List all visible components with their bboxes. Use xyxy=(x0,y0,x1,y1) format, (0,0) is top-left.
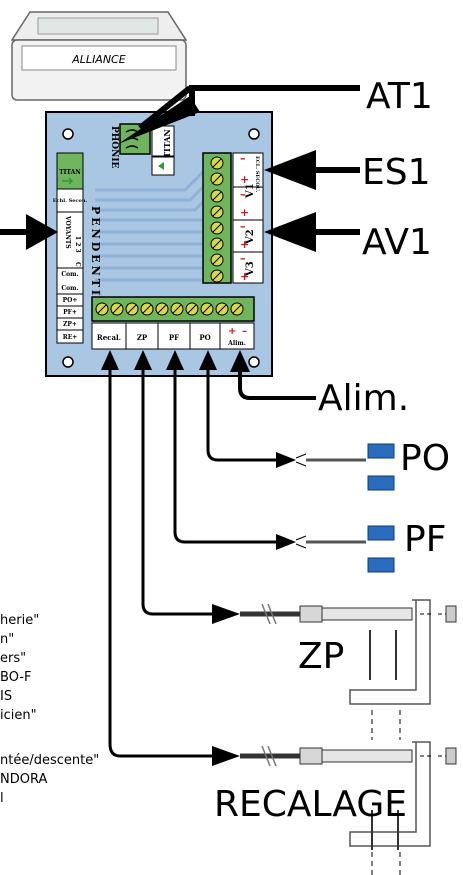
strip-c: C xyxy=(74,262,81,267)
strip-com1: Com. xyxy=(61,271,78,278)
side-note-1: herie" xyxy=(0,613,39,628)
zp-label: ZP xyxy=(298,636,344,677)
side-note-4: BO-F xyxy=(0,670,31,685)
strip-echl-secou: Echl. Secou. xyxy=(53,198,88,204)
svg-text:–: – xyxy=(240,188,246,201)
po-label: PO xyxy=(400,438,450,479)
v1-label: V1 xyxy=(245,183,256,199)
av1-label: AV1 xyxy=(362,222,432,263)
v2-label: V2 xyxy=(245,229,256,245)
svg-text:–: – xyxy=(240,252,246,265)
side-note-8: NDORA xyxy=(0,772,47,787)
svg-text:+: + xyxy=(240,206,249,219)
strip-voyants: VOYANTS xyxy=(64,215,71,249)
strip-zp-plus: ZP+ xyxy=(63,321,77,328)
svg-text:+: + xyxy=(240,173,249,186)
strip-v123: 1 2 3 xyxy=(74,236,81,253)
svg-text:–: – xyxy=(240,152,246,165)
side-note-6: icien" xyxy=(0,708,37,723)
titan-top-label: TITAN xyxy=(162,129,172,158)
side-note-5: IS xyxy=(0,689,12,704)
left-connector-strip: TITAN Echl. Secou. VOYANTS 1 2 3 C Com. … xyxy=(53,152,88,344)
svg-text:+: + xyxy=(240,238,249,251)
strip-titan: TITAN xyxy=(59,169,81,176)
recalage-label: RECALAGE xyxy=(214,784,407,825)
svg-text:+: + xyxy=(228,326,236,337)
ecl-secou-label: ECL. SECOU. xyxy=(254,156,260,192)
pendentif-label: PENDENTIF xyxy=(89,206,102,309)
v3-label: V3 xyxy=(245,261,256,277)
pf-label: PF xyxy=(404,519,446,560)
side-note-2: n" xyxy=(0,632,14,647)
alim-label: Alim. xyxy=(318,378,409,419)
alliance-device: ALLIANCE xyxy=(10,11,188,101)
bottom-label-alim: Alim. xyxy=(227,340,246,347)
bottom-terminal-block: Recal. ZP PF PO + – Alim. xyxy=(91,296,255,350)
bottom-label-po: PO xyxy=(199,333,210,342)
side-notes: herie" n" ers" BO-F IS icien" ntée/desce… xyxy=(0,613,99,806)
svg-text:–: – xyxy=(240,220,246,233)
bottom-label-pf: PF xyxy=(169,333,179,342)
svg-text:–: – xyxy=(242,326,247,337)
strip-pf-plus: PF+ xyxy=(63,309,77,316)
device-brand: ALLIANCE xyxy=(71,53,125,66)
at1-label: AT1 xyxy=(366,76,433,117)
svg-text:+: + xyxy=(240,270,249,283)
es1-label: ES1 xyxy=(362,152,431,193)
strip-po-plus: PO+ xyxy=(63,297,78,304)
side-note-9: l xyxy=(0,791,4,806)
right-terminal-block: – + – + – + – + ECL. SECOU. V1 V2 V3 xyxy=(202,152,264,284)
phonie-label: PHONIE xyxy=(109,126,119,169)
strip-com2: Com. xyxy=(61,285,78,292)
strip-re-plus: RE+ xyxy=(63,334,78,341)
side-note-7: ntée/descente" xyxy=(0,753,99,768)
circuit-board: PHONIE TITAN PENDENTIF TITAN Echl. Secou… xyxy=(45,111,273,377)
bottom-label-zp: ZP xyxy=(137,333,148,342)
side-note-3: ers" xyxy=(0,651,26,666)
bottom-label-recal: Recal. xyxy=(97,333,121,342)
